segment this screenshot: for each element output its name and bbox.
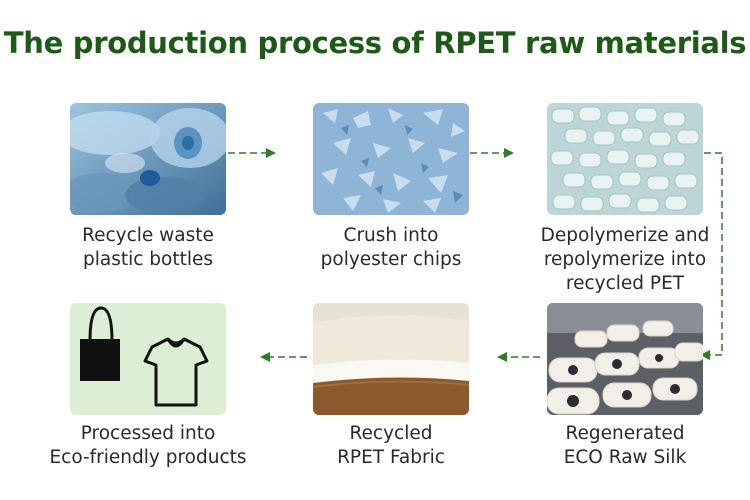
tote-bag-icon [80,306,120,381]
polyester-chips-photo [313,103,469,215]
eco-products-icon [70,303,226,415]
arrowhead-2 [504,148,514,158]
arrowhead-5 [260,352,270,362]
arrowhead-4 [497,352,507,362]
arrowhead-1 [266,148,276,158]
arrowhead-3 [700,350,710,360]
yarn-spools-photo [547,303,703,415]
rpet-fabric-photo [313,303,469,415]
plastic-bottles-photo [70,103,226,215]
diagram-title: The production process of RPET raw mater… [3,26,747,60]
t-shirt-icon [143,337,209,407]
arrow-3-to-4 [704,152,723,356]
recycled-pet-pellets-photo [547,103,703,215]
